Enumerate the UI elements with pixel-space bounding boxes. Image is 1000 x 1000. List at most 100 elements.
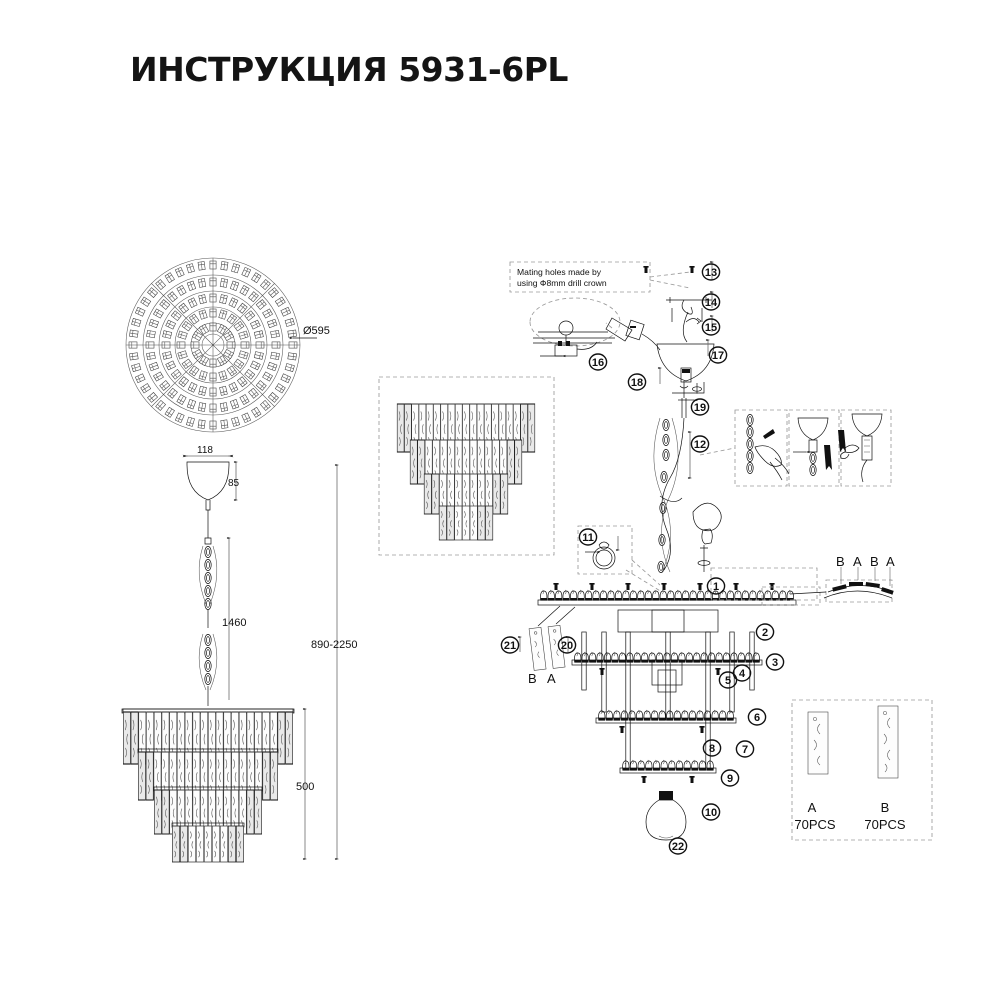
rail-crystal-clip — [603, 651, 612, 663]
rail-2 — [571, 651, 763, 666]
rail-crystal-clip — [741, 589, 749, 601]
plan-crystal — [274, 296, 286, 307]
plan-crystal — [255, 341, 265, 349]
detail-crystal — [500, 473, 509, 515]
plan-crystal — [251, 272, 262, 284]
assembly-screw — [769, 583, 775, 590]
rail-crystal-clip — [660, 759, 668, 771]
assembly-screw — [699, 726, 705, 733]
assembly-screw — [641, 776, 647, 783]
rail-crystal-clip — [696, 709, 704, 721]
assembly-screw — [625, 583, 631, 590]
rail-crystal-clip — [585, 589, 593, 601]
fixture-height-label: 500 — [296, 781, 314, 793]
plan-crystal — [219, 294, 228, 305]
callout-14: 14 — [701, 293, 721, 311]
plan-crystal — [240, 341, 250, 349]
total-height-label: 890-2250 — [311, 639, 358, 651]
rail-crystal-clip — [607, 589, 615, 601]
callout-number: 12 — [694, 439, 706, 451]
crystal-order-a1: A — [853, 554, 862, 569]
rail-crystal-clip — [613, 709, 621, 721]
plan-crystal — [167, 387, 178, 399]
detail-crystal — [446, 505, 455, 541]
plan-crystal — [231, 263, 240, 274]
callout-2: 2 — [755, 623, 775, 641]
plan-crystal — [145, 341, 155, 349]
plan-crystal — [129, 352, 139, 361]
rail-crystal-clip — [700, 651, 708, 663]
plan-crystal — [284, 318, 295, 327]
rail-crystal-clip — [547, 589, 555, 601]
assembly-screw — [715, 668, 721, 675]
plan-crystal — [129, 329, 139, 338]
detail-crystal — [396, 403, 405, 453]
callout-number: 19 — [694, 402, 706, 414]
plan-crystal — [153, 371, 164, 382]
side-crystal-label-a: A — [547, 671, 556, 686]
plan-crystal — [209, 403, 217, 413]
elevation-crystal — [235, 825, 245, 863]
rail-crystal-clip — [652, 759, 661, 771]
plan-crystal — [128, 341, 138, 349]
rail-crystal-clip — [704, 709, 712, 721]
elevation-crystal — [269, 751, 279, 801]
rail-crystal-clip — [719, 709, 727, 721]
rail-crystal-clip — [570, 589, 578, 601]
callout-number: 9 — [727, 773, 733, 785]
plan-crystal — [287, 352, 297, 361]
plan-crystal — [167, 291, 178, 303]
chain-lower — [198, 633, 218, 691]
rail-crystal-clip — [637, 589, 645, 601]
plan-crystal — [226, 365, 238, 377]
detail-crystal — [409, 439, 418, 485]
assembly-screw — [553, 583, 559, 590]
callout-number: 11 — [582, 532, 594, 544]
plan-crystal — [218, 370, 228, 381]
plan-crystal — [223, 348, 234, 360]
rail-crystal-clip — [683, 759, 691, 771]
plan-crystal — [187, 297, 198, 308]
plan-view-top: Ø595 — [125, 257, 330, 433]
plan-crystal — [231, 416, 240, 427]
plan-crystal — [187, 382, 198, 393]
assembly-screw — [661, 583, 667, 590]
plan-crystal — [219, 385, 228, 396]
panel-tighten — [838, 413, 883, 483]
plan-crystal — [218, 309, 228, 320]
plan-crystal — [262, 308, 273, 319]
page-title: ИНСТРУКЦИЯ 5931-6PL — [130, 50, 568, 89]
detail-crystal — [492, 473, 501, 515]
assembly-screw — [599, 668, 605, 675]
plan-crystal — [260, 400, 271, 411]
crystal-order-b1: B — [836, 554, 845, 569]
rail-crystal-clip — [682, 589, 690, 601]
elevation-crystal — [187, 825, 197, 863]
elevation-crystal — [122, 711, 132, 765]
rail-crystal-clip — [673, 709, 681, 721]
rail-crystal-clip — [726, 589, 735, 601]
chain-upper — [198, 545, 218, 610]
rail-crystal-clip — [581, 651, 589, 663]
rail-crystal-clip — [688, 709, 696, 721]
wire-connector-detail — [533, 320, 615, 358]
plan-crystal — [164, 272, 175, 284]
callout-number: 5 — [725, 675, 731, 687]
plan-crystal — [238, 330, 249, 340]
elevation-crystal — [203, 825, 213, 863]
rail-crystal-clip — [666, 709, 674, 721]
rail-crystal-clip — [611, 651, 619, 663]
callout-22: 22 — [668, 837, 688, 855]
plan-crystal — [268, 287, 279, 298]
ring-detail-box — [577, 525, 663, 593]
plan-crystal — [131, 318, 142, 327]
chandelier-elevation — [121, 708, 295, 863]
plan-crystal — [244, 368, 256, 380]
detail-crystal — [454, 505, 463, 541]
callout-12: 12 — [690, 435, 710, 453]
plan-crystal — [209, 322, 217, 332]
plan-crystal — [197, 402, 207, 412]
canopy-width-label: 118 — [197, 445, 213, 456]
plan-crystal — [238, 350, 249, 360]
